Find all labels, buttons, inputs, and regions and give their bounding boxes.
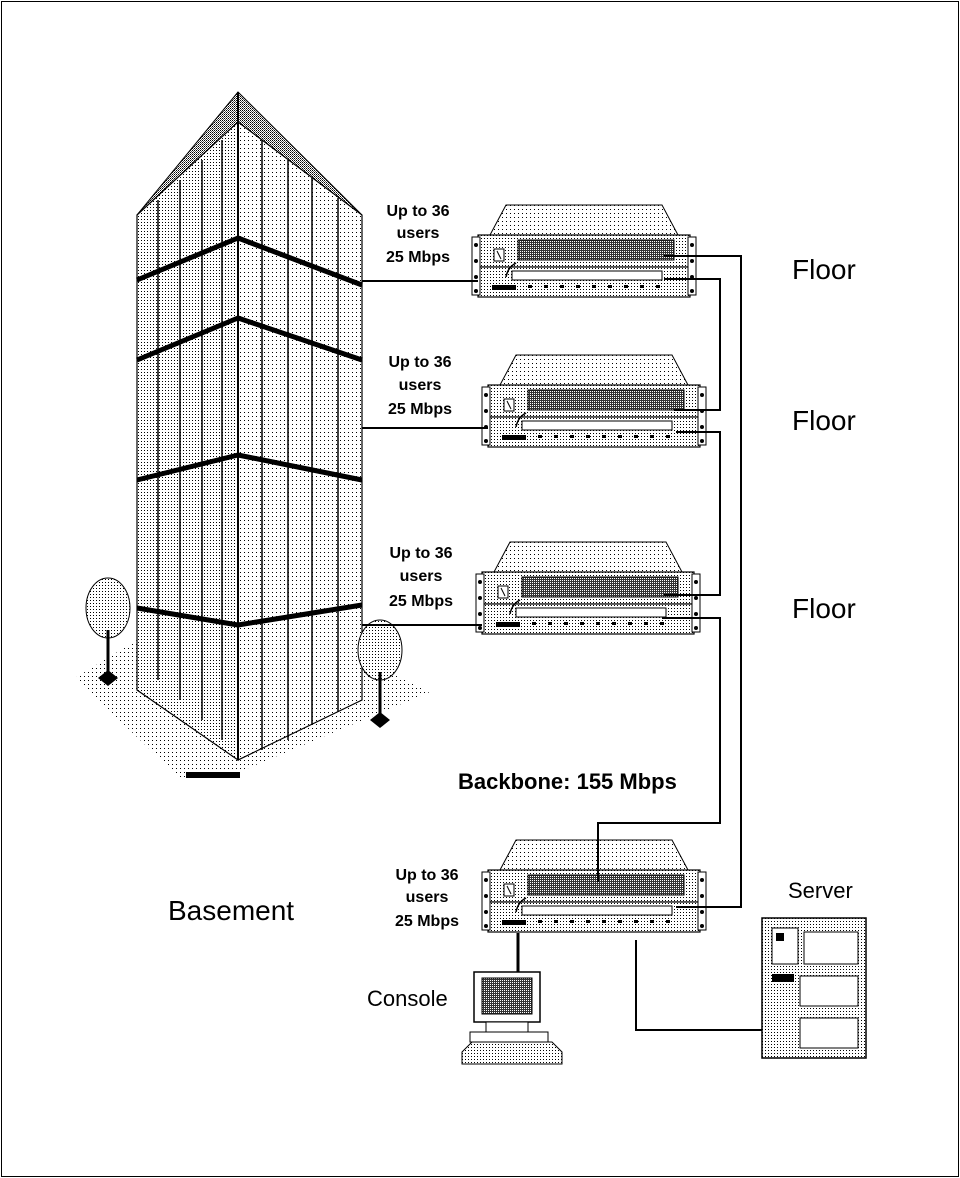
floor-2-speed: 25 Mbps	[388, 401, 452, 418]
floor-2-capacity: Up to 36	[388, 354, 451, 371]
server-icon	[762, 918, 866, 1058]
floor-label-2: Floor	[792, 405, 856, 436]
floor-3-speed: 25 Mbps	[389, 593, 453, 610]
floor-label-3: Floor	[792, 593, 856, 624]
basement-switch	[482, 840, 706, 932]
floor-3-capacity: Up to 36	[389, 545, 452, 562]
console-label: Console	[367, 986, 448, 1011]
floor-label-1: Floor	[792, 254, 856, 285]
floor-switch-2	[482, 355, 706, 447]
server-link	[636, 940, 762, 1030]
floor-2-users: users	[399, 377, 442, 394]
basement-capacity: Up to 36	[395, 867, 458, 884]
office-building	[75, 92, 430, 780]
floor-1-speed: 25 Mbps	[386, 249, 450, 266]
floor-3-users: users	[400, 568, 443, 585]
floor-switch-1	[472, 205, 696, 297]
basement-users: users	[406, 889, 449, 906]
backbone-label: Backbone: 155 Mbps	[458, 769, 677, 794]
floor-1-users: users	[397, 225, 440, 242]
floor-switch-3	[476, 542, 700, 634]
floor-1-capacity: Up to 36	[386, 203, 449, 220]
basement-label: Basement	[168, 895, 294, 926]
server-label: Server	[788, 878, 853, 903]
console-icon	[462, 972, 562, 1064]
basement-speed: 25 Mbps	[395, 913, 459, 930]
